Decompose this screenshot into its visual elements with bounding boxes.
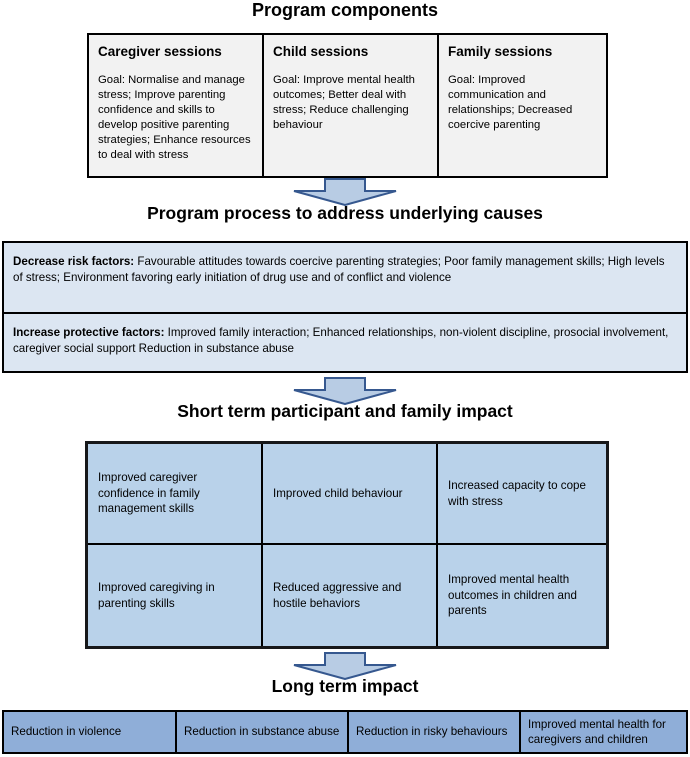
short-term-cell-improved-mental-health-outcomes: Improved mental health outcomes in child…	[438, 545, 606, 646]
short-term-cell-improved-caregiver-confidence: Improved caregiver confidence in family …	[88, 444, 263, 543]
row-label-increase-protective-factors: Increase protective factors:	[13, 326, 165, 339]
program-process-table: Decrease risk factors: Favourable attitu…	[2, 241, 688, 373]
long-term-cell-reduction-in-substance-abuse: Reduction in substance abuse	[177, 712, 349, 752]
arrow-down-icon-program-components-to-process	[291, 178, 399, 206]
table-row: Improved caregiver confidence in family …	[88, 444, 606, 545]
row-text-increase-protective-factors: Improved family interaction; Enhanced re…	[13, 326, 669, 356]
long-term-cell-reduction-in-violence: Reduction in violence	[4, 712, 177, 752]
program-components-column-child: Child sessions Goal: Improve mental heal…	[264, 35, 439, 176]
program-process-row-increase-protective-factors: Increase protective factors: Improved fa…	[4, 314, 686, 371]
row-label-decrease-risk-factors: Decrease risk factors:	[13, 255, 135, 268]
page-title-long-term-impact: Long term impact	[271, 676, 419, 696]
page-title-program-components: Program components	[251, 0, 439, 20]
arrow-down-icon-short-term-to-long-term	[291, 652, 399, 680]
row-text-decrease-risk-factors: Favourable attitudes towards coercive pa…	[13, 255, 665, 285]
short-term-cell-improved-caregiving-parenting-skills: Improved caregiving in parenting skills	[88, 545, 263, 646]
page-title-short-term-impact: Short term participant and family impact	[177, 401, 513, 421]
short-term-cell-improved-child-behaviour: Improved child behaviour	[263, 444, 438, 543]
column-header-caregiver-sessions: Caregiver sessions	[98, 44, 222, 59]
program-components-table: Caregiver sessions Goal: Normalise and m…	[87, 33, 608, 178]
short-term-cell-reduced-aggressive-hostile-behaviors: Reduced aggressive and hostile behaviors	[263, 545, 438, 646]
column-header-child-sessions: Child sessions	[273, 44, 369, 59]
column-body-child-sessions: Goal: Improve mental health outcomes; Be…	[273, 74, 415, 131]
short-term-cell-increased-capacity-cope-stress: Increased capacity to cope with stress	[438, 444, 606, 543]
arrow-down-icon-process-to-short-term	[291, 377, 399, 405]
column-header-family-sessions: Family sessions	[448, 44, 553, 59]
long-term-impact-table: Reduction in violence Reduction in subst…	[2, 710, 688, 754]
short-term-impact-table: Improved caregiver confidence in family …	[85, 441, 609, 649]
page-title-program-process: Program process to address underlying ca…	[147, 203, 543, 223]
column-body-family-sessions: Goal: Improved communication and relatio…	[448, 74, 573, 131]
long-term-cell-reduction-in-risky-behaviours: Reduction in risky behaviours	[349, 712, 521, 752]
program-components-column-caregiver: Caregiver sessions Goal: Normalise and m…	[89, 35, 264, 176]
long-term-cell-improved-mental-health-caregivers-children: Improved mental health for caregivers an…	[521, 712, 686, 752]
column-body-caregiver-sessions: Goal: Normalise and manage stress; Impro…	[98, 74, 251, 161]
program-process-row-decrease-risk-factors: Decrease risk factors: Favourable attitu…	[4, 243, 686, 314]
table-row: Improved caregiving in parenting skills …	[88, 545, 606, 646]
program-components-column-family: Family sessions Goal: Improved communica…	[439, 35, 606, 176]
